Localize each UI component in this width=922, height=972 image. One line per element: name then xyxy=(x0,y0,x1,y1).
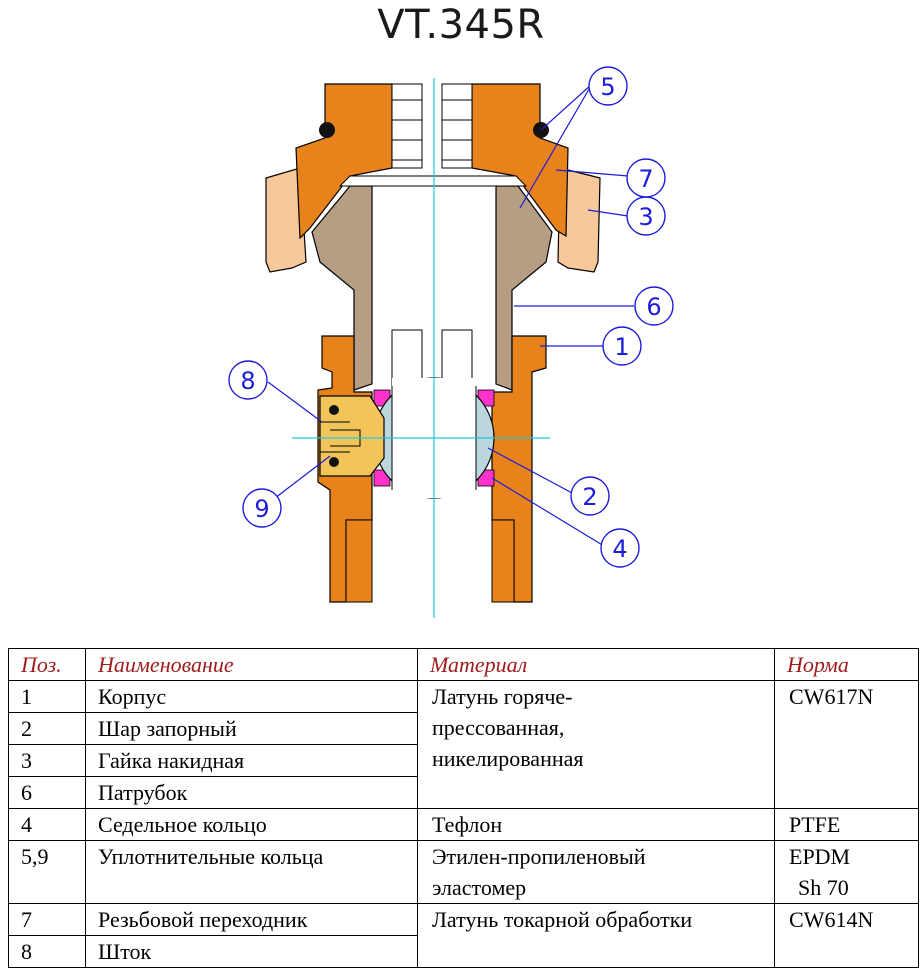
row-name: Корпус xyxy=(85,680,418,713)
row-name: Шток xyxy=(85,935,418,968)
row-position: 5,9 xyxy=(8,840,86,904)
pipe-lower-thread-left xyxy=(391,329,423,387)
standard-cell: PTFE xyxy=(774,808,919,841)
parts-specification-table: Поз. Наименование Материал Норма 1 Корпу… xyxy=(8,648,919,968)
svg-text:5: 5 xyxy=(600,73,615,101)
table-header-row: Поз. Наименование Материал Норма xyxy=(8,648,919,681)
callout-5: 5 xyxy=(588,66,628,106)
thread-marks-top xyxy=(392,99,472,161)
callout-4: 4 xyxy=(600,528,640,568)
callout-2: 2 xyxy=(570,476,610,516)
table-row: 5,9 Уплотнительные кольца Этилен-пропиле… xyxy=(8,840,919,904)
adapter-right xyxy=(471,83,569,238)
material-cell: Латунь токарной обработки xyxy=(417,903,775,968)
svg-text:7: 7 xyxy=(638,165,653,193)
row-position: 1 xyxy=(8,680,86,713)
material-line: прессованная, xyxy=(432,715,565,740)
row-position: 7 xyxy=(8,903,86,936)
svg-text:6: 6 xyxy=(646,293,661,321)
row-name: Шар запорный xyxy=(85,712,418,745)
adapter-thread-left xyxy=(391,83,423,169)
header-standard: Норма xyxy=(774,648,919,681)
table-row: 7 Резьбовой переходник Латунь токарной о… xyxy=(8,903,919,968)
body-bore-right-wall xyxy=(491,519,515,603)
material-line: никелированная xyxy=(432,746,584,771)
row-name: Седельное кольцо xyxy=(85,808,418,841)
pipe-nozzle-right xyxy=(495,185,553,391)
svg-text:3: 3 xyxy=(638,203,653,231)
callout-7: 7 xyxy=(626,158,666,198)
svg-text:4: 4 xyxy=(612,535,627,563)
stem-seal-bottom xyxy=(329,457,339,467)
row-position: 2 xyxy=(8,712,86,745)
leader-lines xyxy=(261,83,634,547)
row-name: Резьбовой переходник xyxy=(85,903,418,936)
callout-9: 9 xyxy=(242,488,282,528)
callout-8: 8 xyxy=(228,360,268,400)
valve-stem xyxy=(319,395,385,477)
callout-3: 3 xyxy=(626,196,666,236)
standard-line: Sh 70 xyxy=(798,875,849,900)
page-title: VT.345R xyxy=(377,2,545,48)
row-position: 6 xyxy=(8,776,86,809)
callout-6: 6 xyxy=(634,286,674,326)
table-row: 8 Шток xyxy=(8,935,919,968)
material-line: эластомер xyxy=(432,875,527,900)
pipe-inner-band xyxy=(338,175,528,187)
standard-cell: CW617N xyxy=(774,680,919,809)
union-nut-right xyxy=(557,167,601,273)
row-name: Патрубок xyxy=(85,776,418,809)
callout-1: 1 xyxy=(602,326,642,366)
row-position: 3 xyxy=(8,744,86,777)
material-cell: Тефлон xyxy=(417,808,775,841)
table-row: 4 Седельное кольцо Тефлон PTFE xyxy=(8,808,919,841)
header-material: Материал xyxy=(417,648,775,681)
body-bore-left-wall xyxy=(345,519,373,603)
material-line: Этилен-пропиленовый xyxy=(432,844,646,869)
standard-cell: CW614N xyxy=(774,903,919,968)
row-name: Уплотнительные кольца xyxy=(85,840,418,904)
adapter-thread-right xyxy=(441,83,473,169)
svg-text:9: 9 xyxy=(254,495,269,523)
material-cell: Этилен-пропиленовый эластомер xyxy=(417,840,775,904)
row-position: 8 xyxy=(8,935,86,968)
svg-text:8: 8 xyxy=(240,367,255,395)
table-row: 6 Патрубок xyxy=(8,776,919,809)
table-row: 1 Корпус Латунь горяче- прессованная, ни… xyxy=(8,680,919,809)
stem-seal-top xyxy=(329,405,339,415)
header-name: Наименование xyxy=(85,648,418,681)
standard-cell: EPDM Sh 70 xyxy=(774,840,919,904)
header-position: Поз. xyxy=(8,648,86,681)
table-row: 3 Гайка накидная xyxy=(8,744,919,777)
svg-text:1: 1 xyxy=(614,333,629,361)
pipe-lower-thread-right xyxy=(441,329,473,387)
row-name: Гайка накидная xyxy=(85,744,418,777)
valve-cross-section-drawing: 5 7 3 6 1 8 9 2 4 xyxy=(228,66,674,618)
standard-line: EPDM xyxy=(789,844,851,869)
material-line: Латунь горяче- xyxy=(432,684,573,709)
o-ring-top-left xyxy=(319,122,335,138)
row-position: 4 xyxy=(8,808,86,841)
material-cell: Латунь горяче- прессованная, никелирован… xyxy=(417,680,775,809)
svg-text:2: 2 xyxy=(582,483,597,511)
